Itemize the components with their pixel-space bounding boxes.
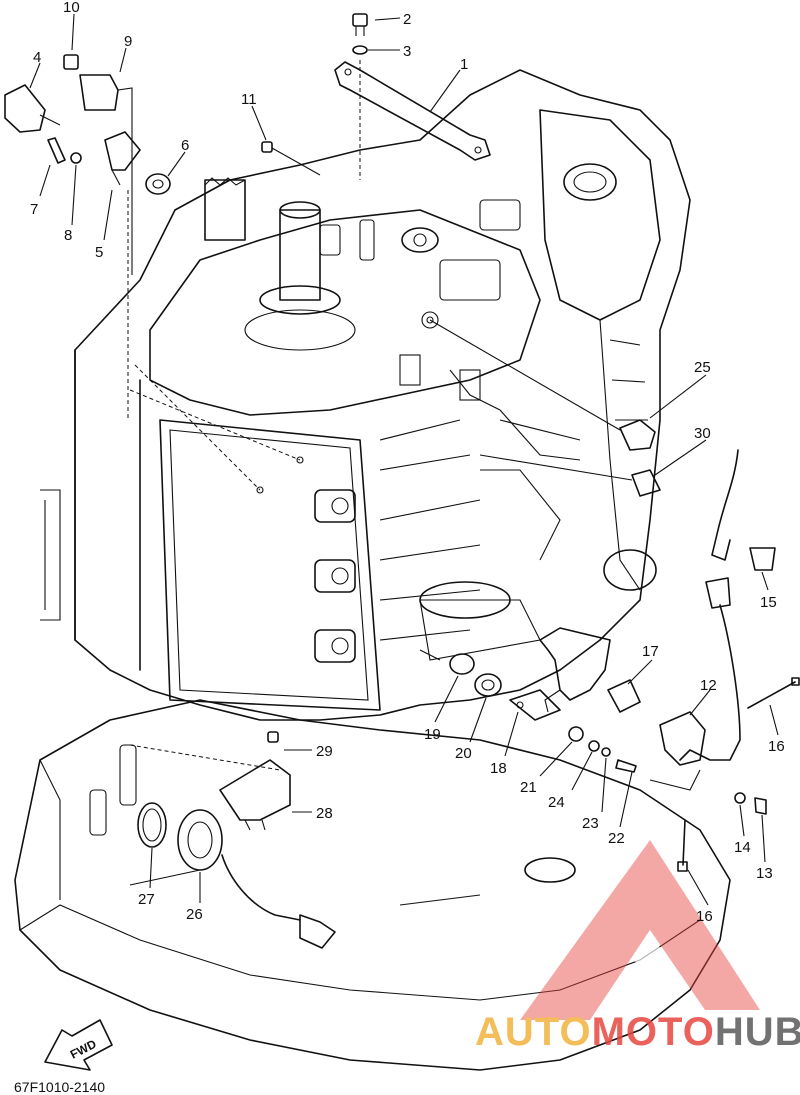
callout-18: 18 [490, 760, 507, 777]
callout-24: 24 [548, 794, 565, 811]
engine-block [40, 69, 691, 721]
callout-4: 4 [33, 49, 41, 66]
callout-12: 12 [700, 677, 717, 694]
watermark-auto: AUTO [475, 1010, 592, 1054]
callout-13: 13 [756, 865, 773, 882]
callout-26: 26 [186, 906, 203, 923]
callout-1: 1 [460, 56, 468, 73]
callout-29: 29 [316, 743, 333, 760]
callout-10: 10 [63, 0, 80, 16]
watermark-logo: AUTOMOTOHUB [475, 840, 800, 1054]
fwd-label: FWD [68, 1037, 99, 1062]
right-side-parts [429, 319, 800, 872]
bracket-1-assembly [334, 13, 491, 180]
callout-20: 20 [455, 745, 472, 762]
callout-6: 6 [181, 137, 189, 154]
callout-16-upper: 16 [768, 738, 785, 755]
callout-2: 2 [403, 11, 411, 28]
callout-17: 17 [642, 643, 659, 660]
callout-14: 14 [734, 839, 751, 856]
watermark-hub: HUB [715, 1010, 800, 1054]
callout-21: 21 [520, 779, 537, 796]
callout-28: 28 [316, 805, 333, 822]
callout-19: 19 [424, 726, 441, 743]
bottom-cowling [14, 699, 731, 1071]
watermark-moto: MOTO [592, 1010, 715, 1054]
callout-3: 3 [403, 43, 411, 60]
upper-left-parts [4, 54, 171, 420]
callout-27: 27 [138, 891, 155, 908]
svg-text:AUTOMOTOHUB: AUTOMOTOHUB [475, 1010, 800, 1054]
callout-22: 22 [608, 830, 625, 847]
callout-labels: 1 2 3 4 5 6 7 8 9 10 11 12 13 14 15 16 1… [30, 0, 785, 925]
fwd-arrow-icon: FWD [44, 1019, 113, 1071]
lower-middle-parts [419, 649, 637, 773]
callout-30: 30 [694, 425, 711, 442]
callout-5: 5 [95, 244, 103, 261]
callout-7: 7 [30, 201, 38, 218]
callout-15: 15 [760, 594, 777, 611]
lower-left-parts [137, 731, 336, 949]
part-code-label: 67F1010-2140 [14, 1079, 105, 1095]
clip-11 [261, 141, 321, 176]
callout-25: 25 [694, 359, 711, 376]
callout-16-lower: 16 [696, 908, 713, 925]
callout-23: 23 [582, 815, 599, 832]
callout-9: 9 [124, 33, 132, 50]
callout-8: 8 [64, 227, 72, 244]
leader-lines [29, 13, 779, 906]
callout-11: 11 [241, 91, 257, 108]
